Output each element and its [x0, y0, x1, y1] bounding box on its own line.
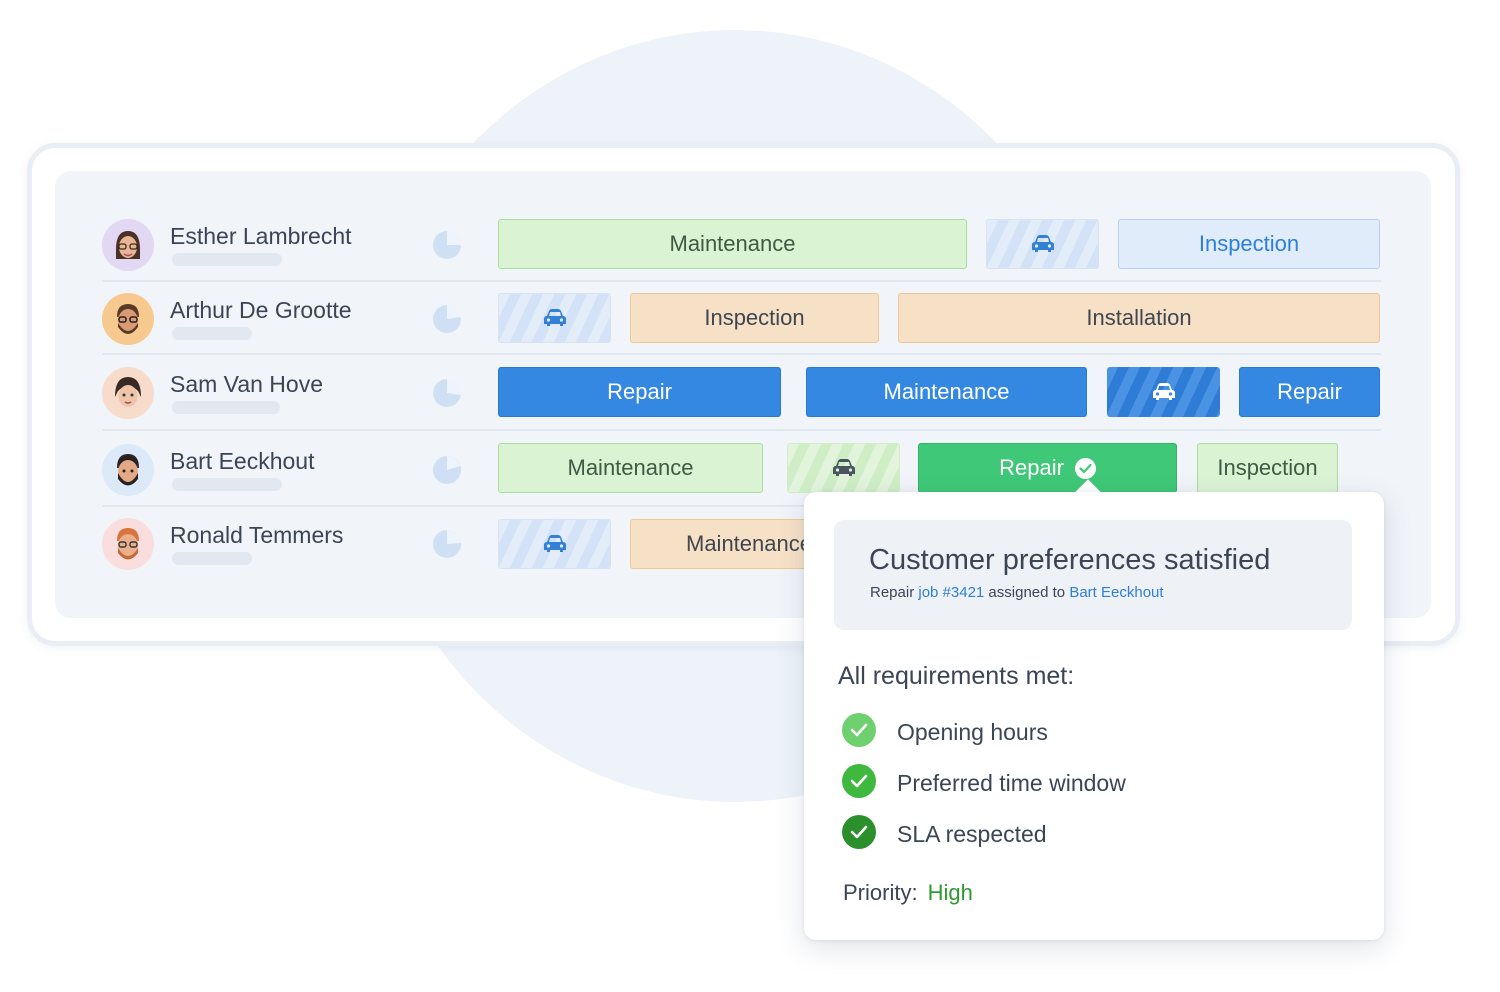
avatar — [102, 518, 154, 570]
job-label: Inspection — [1198, 231, 1300, 256]
requirement-item: SLA respected — [842, 815, 1342, 851]
resource-name: Sam Van Hove — [170, 371, 323, 397]
car-icon — [543, 309, 566, 326]
resource-subtitle-placeholder — [172, 327, 252, 340]
avatar — [102, 219, 154, 271]
row-divider — [102, 280, 1381, 282]
requirement-item: Opening hours — [842, 713, 1342, 749]
check-circle-icon — [842, 713, 876, 747]
job-label: Repair — [607, 379, 672, 404]
job-block-maintenance[interactable]: Maintenance — [630, 519, 830, 569]
job-label: Maintenance — [686, 531, 812, 556]
car-icon — [543, 535, 566, 552]
job-label: Maintenance — [567, 455, 694, 480]
popover-subtitle: Repair job #3421 assigned to Bart Eeckho… — [870, 584, 1164, 601]
utilization-pie-icon — [433, 456, 461, 484]
row-divider — [102, 505, 1381, 507]
resource-name: Arthur De Grootte — [170, 297, 352, 323]
popover-title: Customer preferences satisfied — [869, 544, 1271, 576]
job-block-repair[interactable]: Repair — [498, 367, 781, 417]
job-block-repair[interactable]: Repair — [1239, 367, 1380, 417]
job-block-maintenance[interactable]: Maintenance — [498, 443, 763, 493]
job-block-inspection[interactable]: Inspection — [630, 293, 879, 343]
utilization-pie-icon — [433, 378, 462, 407]
job-label: Repair — [999, 455, 1064, 480]
travel-block[interactable] — [986, 219, 1099, 269]
resource-subtitle-placeholder — [172, 253, 282, 266]
requirement-item: Preferred time window — [842, 764, 1342, 800]
row-divider — [102, 429, 1381, 431]
resource-row-ronald[interactable]: Ronald Temmers — [102, 518, 482, 572]
job-block-inspection[interactable]: Inspection — [1197, 443, 1338, 493]
requirement-label: Opening hours — [897, 719, 1048, 745]
job-label: Maintenance — [883, 379, 1010, 404]
resource-row-sam[interactable]: Sam Van Hove — [102, 367, 482, 421]
resource-name: Ronald Temmers — [170, 522, 344, 548]
requirement-label: SLA respected — [897, 821, 1047, 847]
job-label: Repair — [1277, 379, 1342, 404]
job-label: Maintenance — [669, 231, 796, 256]
job-label: Installation — [1086, 305, 1192, 330]
requirement-label: Preferred time window — [897, 770, 1126, 796]
travel-block[interactable] — [1107, 367, 1220, 417]
utilization-pie-icon — [433, 529, 461, 558]
popover-header: Customer preferences satisfied Repair jo… — [834, 520, 1352, 630]
check-circle-icon — [842, 764, 876, 798]
utilization-pie-icon — [433, 231, 461, 259]
job-link[interactable]: job #3421 — [918, 584, 985, 601]
priority-value: High — [927, 880, 973, 905]
avatar — [102, 293, 154, 345]
subtitle-prefix: Repair — [870, 584, 919, 601]
priority-label: Priority: — [843, 880, 918, 905]
check-circle-icon — [842, 815, 876, 849]
assignee-link[interactable]: Bart Eeckhout — [1069, 584, 1164, 601]
subtitle-middle: assigned to — [984, 584, 1070, 601]
car-icon — [1152, 383, 1175, 400]
job-block-installation[interactable]: Installation — [898, 293, 1380, 343]
resource-name: Bart Eeckhout — [170, 448, 315, 474]
check-circle-icon — [1074, 457, 1096, 479]
job-details-popover: Customer preferences satisfied Repair jo… — [804, 492, 1384, 940]
resource-row-arthur[interactable]: Arthur De Grootte — [102, 293, 482, 347]
travel-block[interactable] — [498, 293, 611, 343]
requirements-title: All requirements met: — [838, 662, 1075, 690]
resource-name: Esther Lambrecht — [170, 223, 352, 249]
resource-subtitle-placeholder — [172, 552, 252, 565]
resource-row-esther[interactable]: Esther Lambrecht — [102, 219, 482, 273]
job-block-inspection[interactable]: Inspection — [1118, 219, 1380, 269]
travel-block[interactable] — [787, 443, 900, 493]
car-icon — [1031, 235, 1054, 252]
avatar — [102, 367, 154, 419]
job-block-maintenance[interactable]: Maintenance — [806, 367, 1087, 417]
resource-subtitle-placeholder — [172, 478, 282, 491]
job-label: Inspection — [704, 305, 805, 330]
avatar — [102, 444, 154, 496]
priority-row: Priority: High — [843, 880, 973, 906]
job-block-repair-selected[interactable]: Repair — [918, 443, 1177, 493]
travel-block[interactable] — [498, 519, 611, 569]
job-label: Inspection — [1217, 455, 1318, 480]
resource-row-bart[interactable]: Bart Eeckhout — [102, 444, 482, 498]
row-divider — [102, 353, 1381, 355]
car-icon — [832, 459, 855, 476]
resource-subtitle-placeholder — [172, 401, 280, 414]
utilization-pie-icon — [433, 304, 461, 333]
job-block-maintenance[interactable]: Maintenance — [498, 219, 967, 269]
